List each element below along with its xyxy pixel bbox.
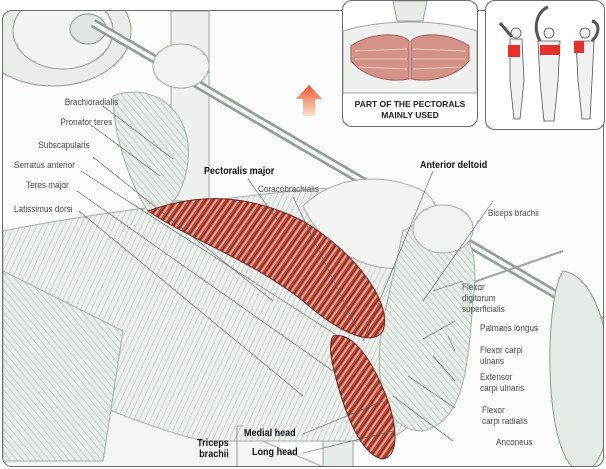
figures-inset — [485, 0, 605, 130]
label-palmaris-longus: Palmaris longus — [480, 323, 539, 334]
label-anconeus: Anconeus — [496, 437, 533, 448]
label-pectoralis-major: Pectoralis major — [204, 165, 275, 177]
inset-caption: PART OF THE PECTORALS MAINLY USED — [354, 99, 466, 120]
label-long-head: Long head — [252, 446, 298, 458]
highlight-areas — [508, 41, 584, 57]
label-flexor-digitorum-superficialis: Flexor digitorum superficialis — [462, 282, 505, 315]
label-anterior-deltoid: Anterior deltoid — [420, 159, 488, 171]
label-extensor-carpi-ulnaris: Extensor carpi ulnaris — [480, 372, 525, 394]
bench-press-drawing — [3, 11, 603, 466]
label-subscapularis: Subscapularis — [38, 140, 90, 151]
body-figures-drawing — [498, 5, 600, 122]
label-brachioradialis: Brachioradialis — [64, 97, 118, 108]
barbell-plate-left — [3, 11, 132, 87]
label-flexor-carpi-radialis: Flexor carpi radialis — [482, 405, 528, 427]
label-pronator-teres: Pronator teres — [60, 117, 112, 128]
label-medial-head: Medial head — [244, 427, 296, 439]
chest-muscle-drawing — [343, 1, 477, 94]
label-triceps-brachii: Triceps brachii — [197, 437, 229, 460]
label-flexor-carpi-ulnaris: Flexor carpi ulnaris — [480, 345, 523, 367]
label-biceps-brachii: Biceps brachii — [488, 208, 539, 219]
direction-arrow-icon — [296, 85, 322, 116]
pectorals-inset: PART OF THE PECTORALS MAINLY USED — [342, 0, 478, 127]
label-teres-major: Teres major — [26, 180, 69, 191]
label-latissimus-dorsi: Latissimus dorsi — [14, 204, 73, 215]
label-serratus-anterior: Serratus anterior — [14, 160, 75, 171]
label-coracobrachialis: Coracobrachialis — [258, 184, 319, 195]
